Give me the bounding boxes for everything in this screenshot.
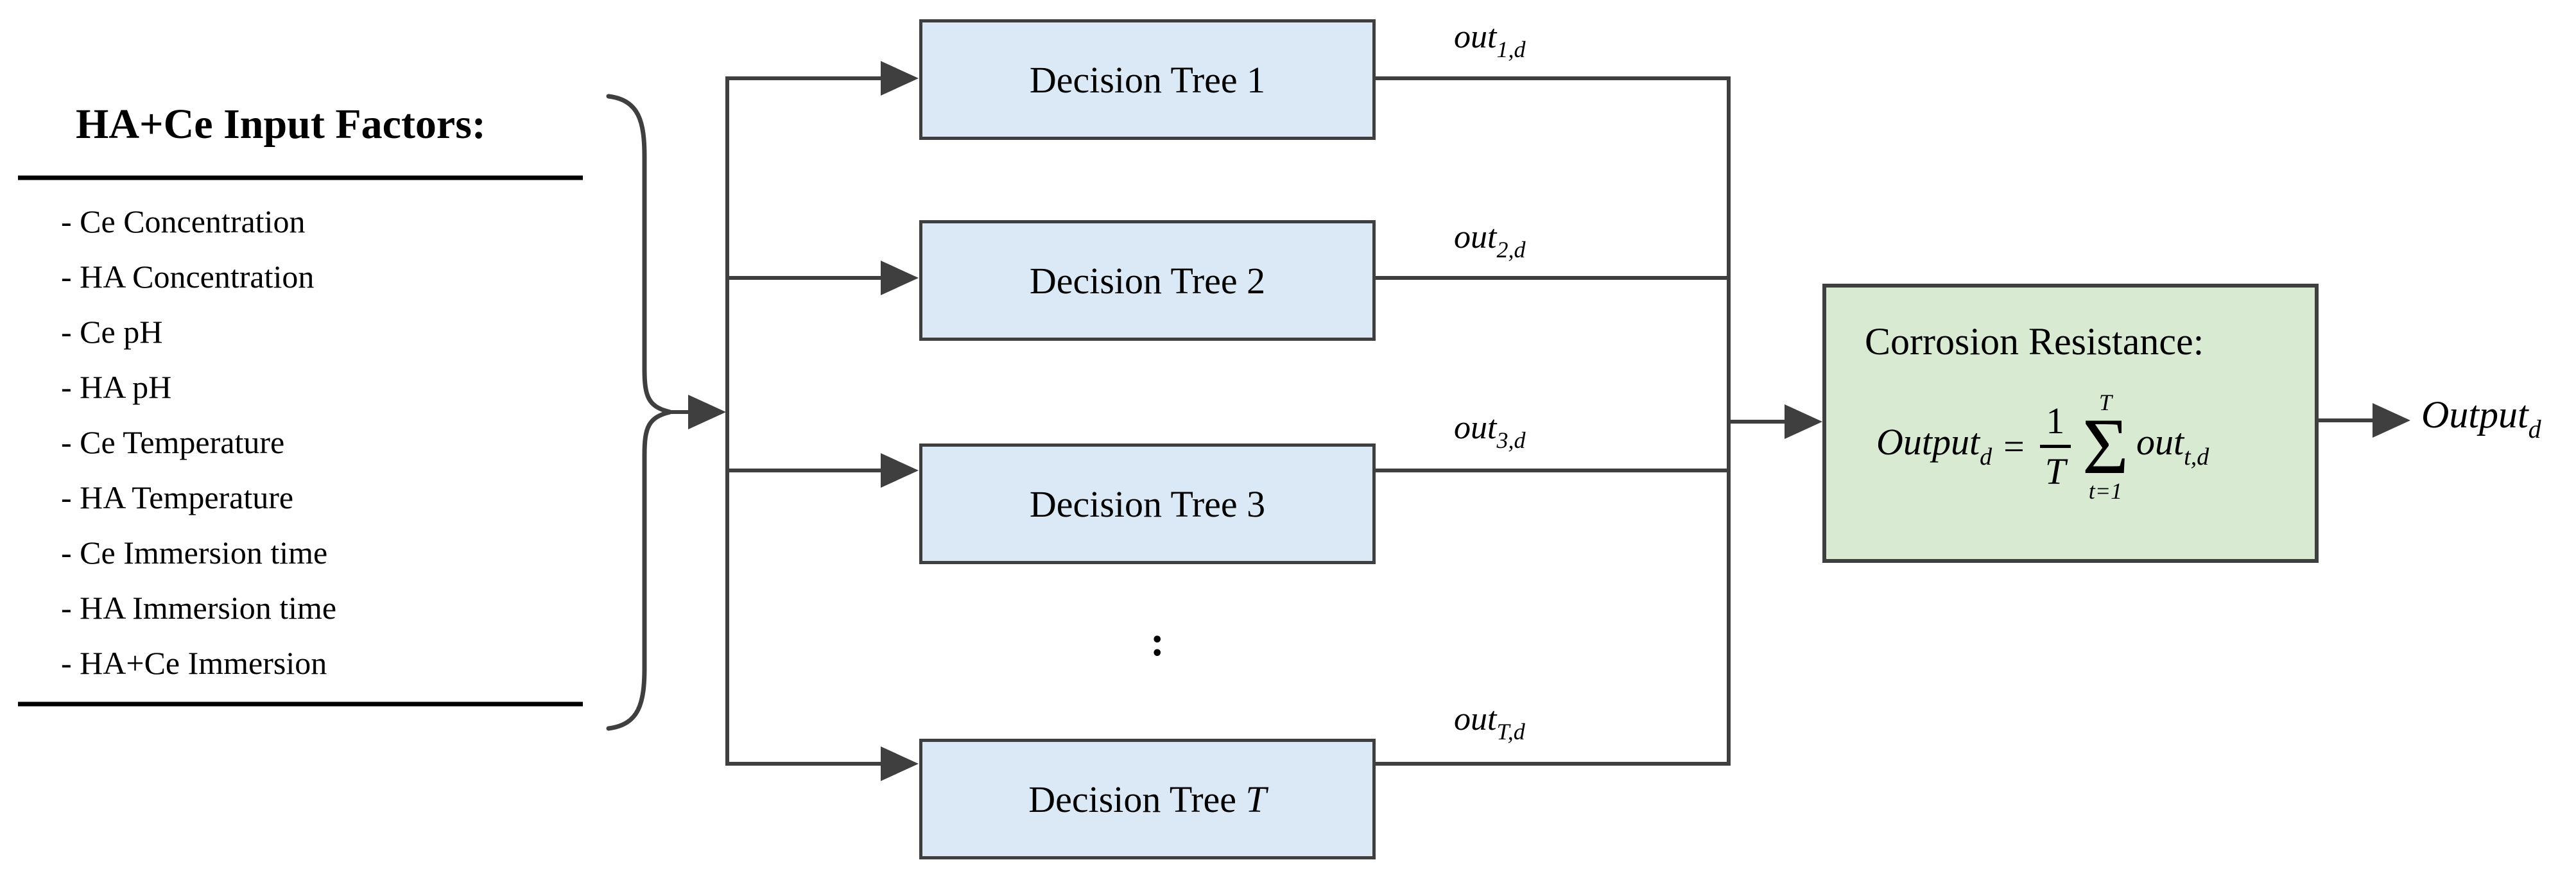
final-output-label: Outputd	[2421, 393, 2541, 443]
input-factor-item: - HA+Ce Immersion	[61, 645, 327, 681]
fraction-one-over-T: 1 T	[2039, 402, 2071, 490]
input-factor-item: - Ce Temperature	[61, 424, 285, 460]
input-factor-item: - Ce Immersion time	[61, 535, 328, 571]
input-factor-item: - Ce Concentration	[61, 203, 306, 239]
decision-tree-2-label: Decision Tree 2	[1029, 259, 1266, 302]
decision-tree-1-box: Decision Tree 1	[919, 19, 1376, 140]
arrowhead-icon	[881, 453, 919, 488]
average-formula: Outputd = 1 T T Σ t=1 outt,d	[1876, 391, 2315, 503]
out-3d-label: out3,d	[1454, 409, 1526, 453]
decision-tree-3-label: Decision Tree 3	[1029, 483, 1266, 525]
trees-ellipsis: :	[1150, 618, 1164, 665]
input-factor-item: - HA Immersion time	[61, 590, 337, 626]
decision-tree-T-label: Decision Tree T	[1028, 778, 1266, 820]
arrowhead-icon	[881, 746, 919, 781]
input-factor-item: - Ce pH	[61, 314, 163, 350]
fraction-bar	[2039, 445, 2071, 449]
arrowhead-icon	[881, 61, 919, 96]
input-factor-item: - HA Concentration	[61, 259, 315, 295]
curly-brace	[606, 94, 671, 731]
out-2d-label: out2,d	[1454, 219, 1526, 263]
decision-tree-T-box: Decision Tree T	[919, 739, 1376, 859]
decision-tree-2-box: Decision Tree 2	[919, 220, 1376, 341]
input-factor-item: - HA pH	[61, 369, 172, 405]
decision-tree-3-box: Decision Tree 3	[919, 443, 1376, 564]
input-factors-title: HA+Ce Input Factors:	[76, 101, 486, 148]
corrosion-resistance-title: Corrosion Resistance:	[1865, 320, 2204, 363]
arrowhead-icon	[1785, 404, 1822, 439]
input-factors-list: - Ce Concentration - HA Concentration - …	[61, 194, 336, 691]
equals-sign: =	[2003, 425, 2025, 467]
arrowhead-icon	[2373, 403, 2410, 438]
corrosion-resistance-box: Corrosion Resistance: Outputd = 1 T T Σ …	[1822, 284, 2319, 563]
input-factor-item: - HA Temperature	[61, 479, 294, 515]
decision-tree-1-label: Decision Tree 1	[1029, 58, 1266, 101]
out-Td-label: outT,d	[1454, 701, 1525, 745]
formula-lhs: Outputd	[1876, 421, 1993, 471]
arrowhead-icon	[688, 395, 726, 429]
summation-symbol: T Σ t=1	[2082, 390, 2129, 504]
out-1d-label: out1,d	[1454, 19, 1526, 62]
arrowhead-icon	[881, 261, 919, 295]
formula-rhs: outt,d	[2136, 421, 2209, 471]
